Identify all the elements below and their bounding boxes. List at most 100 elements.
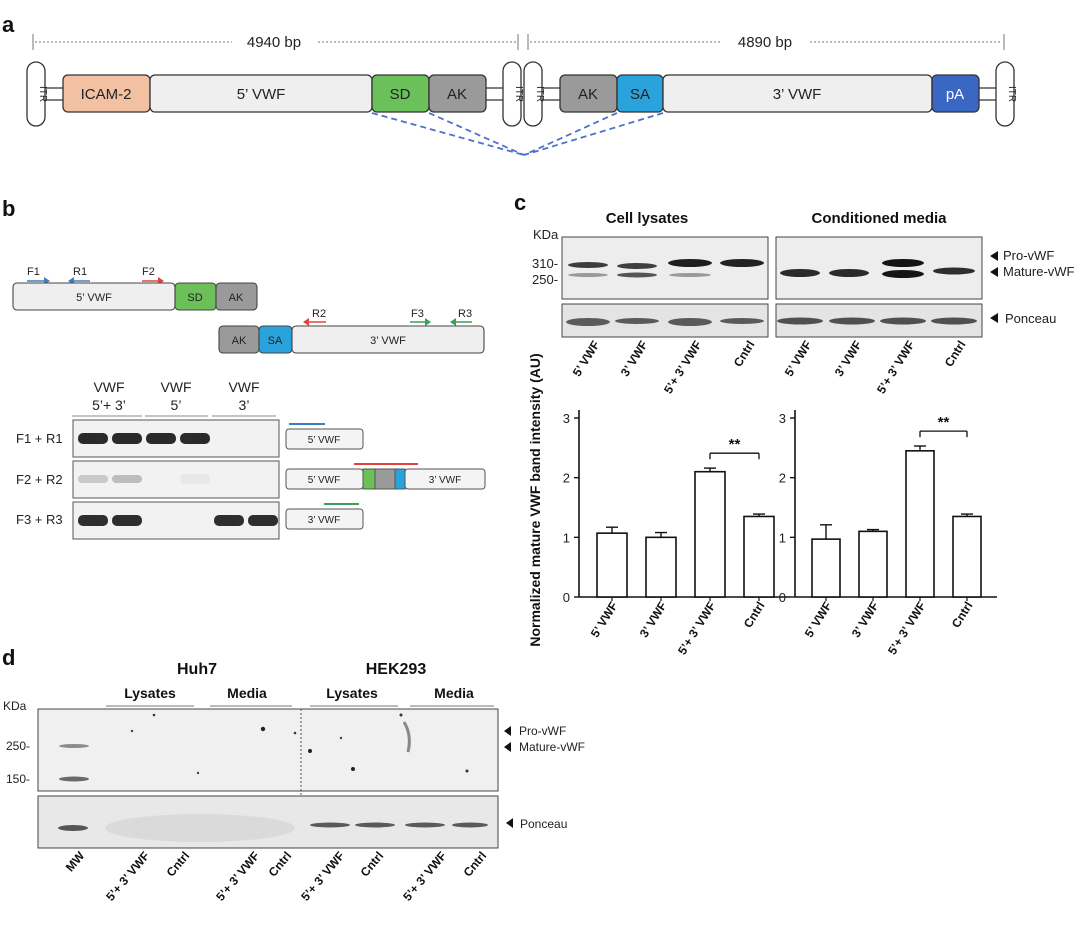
svg-text:5’: 5’: [171, 397, 182, 413]
d-lane-3: Cntrl: [164, 849, 193, 879]
c-lane-lys-3: 5’+ 3’ VWF: [661, 338, 705, 396]
y-tick-label: 2: [779, 471, 786, 486]
ponceau-media: [775, 303, 983, 338]
svg-text:VWF: VWF: [93, 379, 124, 395]
block-5-vwf: 5’ VWF: [149, 74, 373, 113]
bar: [952, 515, 982, 598]
length-bracket-right: [527, 34, 1005, 50]
primer-r3-arrow: [450, 318, 472, 326]
primer-f3-label: F3: [411, 308, 424, 320]
svg-text:5’ VWF: 5’ VWF: [76, 292, 112, 304]
y-tick-label: 3: [779, 411, 786, 426]
construct-bottom-ak: AK: [218, 325, 260, 354]
svg-text:SA: SA: [268, 335, 283, 347]
block-pa: pA: [931, 74, 980, 113]
d-lane-9: Cntrl: [461, 849, 490, 879]
construct-bottom-sa: SA: [258, 325, 293, 354]
svg-text:ITR: ITR: [513, 86, 524, 102]
svg-text:ITR: ITR: [37, 86, 48, 102]
sub-huh7-lysates: Lysates: [124, 685, 176, 701]
blot-d-top: [37, 708, 499, 849]
svg-text:SD: SD: [187, 292, 202, 304]
gel-row-1: [72, 419, 280, 458]
gel-group-3: VWF 3’: [212, 379, 276, 417]
block-sa: SA: [616, 74, 664, 113]
svg-text:SD: SD: [390, 86, 411, 103]
svg-text:ITR: ITR: [1006, 86, 1017, 102]
y-tick-label: 1: [563, 530, 570, 545]
svg-text:AK: AK: [447, 86, 467, 103]
panel-label-d: d: [2, 645, 15, 670]
svg-text:Pro-vWF: Pro-vWF: [1003, 248, 1054, 263]
primer-r2-arrow: [303, 318, 326, 326]
construct-top-5vwf: 5’ VWF: [12, 282, 176, 311]
block-icam2: ICAM-2: [62, 74, 151, 113]
y-tick-label: 2: [563, 471, 570, 486]
primer-f2-label: F2: [142, 266, 155, 278]
y-tick-label: 1: [779, 530, 786, 545]
blot-title-media: Conditioned media: [812, 210, 948, 227]
panel-label-c: c: [514, 190, 526, 215]
block-ak-left: AK: [428, 74, 487, 113]
block-ak-right: AK: [559, 74, 618, 113]
itr-left-1: ITR: [26, 61, 48, 127]
svg-text:Ponceau: Ponceau: [1005, 311, 1056, 326]
left-length-label: 4940 bp: [247, 34, 301, 51]
primer-r1-label: R1: [73, 266, 87, 278]
arrow-pro-vwf-c: Pro-vWF: [990, 248, 1054, 263]
primer-r3-label: R3: [458, 308, 472, 320]
gel-group-2: VWF 5’: [145, 379, 208, 417]
arrow-ponceau-d: Ponceau: [506, 817, 567, 831]
arrow-pro-vwf-d: Pro-vWF: [504, 724, 566, 738]
y-tick-label: 0: [563, 590, 570, 605]
svg-text:VWF: VWF: [160, 379, 191, 395]
c-lane-lys-1: 5’ VWF: [570, 338, 603, 379]
x-tick-label: 3’ VWF: [637, 599, 670, 640]
itr-right-1: ITR: [523, 61, 545, 127]
svg-text:ICAM-2: ICAM-2: [81, 86, 132, 103]
blot-title-lysates: Cell lysates: [606, 210, 689, 227]
x-tick-label: 5’+ 3’ VWF: [885, 599, 929, 657]
c-lane-med-3: 5’+ 3’ VWF: [874, 338, 918, 396]
kda-label-c: KDa: [533, 227, 559, 242]
bar: [694, 470, 726, 598]
sig-label: **: [729, 436, 741, 453]
svg-text:Mature-vWF: Mature-vWF: [1003, 264, 1075, 279]
group-huh7: Huh7: [177, 661, 217, 678]
y-tick-label: 0: [779, 590, 786, 605]
primer-f1-label: F1: [27, 266, 40, 278]
svg-text:Pro-vWF: Pro-vWF: [519, 724, 566, 738]
svg-text:SA: SA: [630, 86, 650, 103]
product-row-1: 5’ VWF: [285, 423, 364, 450]
itr-left-2: ITR: [502, 61, 524, 127]
y-tick-label: 3: [563, 411, 570, 426]
bar: [905, 450, 935, 598]
svg-text:5’+ 3’: 5’+ 3’: [92, 397, 126, 413]
svg-text:3’: 3’: [239, 397, 250, 413]
c-lane-med-4: Cntrl: [942, 338, 969, 369]
block-3-vwf: 3’ VWF: [662, 74, 933, 113]
blot-media: [775, 236, 983, 300]
arrow-mature-vwf-c: Mature-vWF: [990, 264, 1075, 279]
svg-text:VWF: VWF: [228, 379, 259, 395]
gel-row-label-2: F2 + R2: [16, 472, 63, 487]
panel-label-a: a: [2, 12, 15, 37]
blot-d-ponceau: [37, 795, 499, 849]
primer-f3-arrow: [410, 318, 431, 326]
blot-lane-labels-d: MW 5’+ 3’ VWF Cntrl 5’+ 3’ VWF Cntrl 5’+…: [63, 848, 489, 903]
svg-text:Mature-vWF: Mature-vWF: [519, 740, 585, 754]
c-lane-med-1: 5’ VWF: [782, 338, 815, 379]
product-row-2: 5’ VWF 3’ VWF: [285, 463, 486, 490]
kda-label-d: KDa: [3, 699, 27, 713]
panel-label-b: b: [2, 196, 15, 221]
svg-text:5’ VWF: 5’ VWF: [308, 435, 340, 446]
arrow-mature-vwf-d: Mature-vWF: [504, 740, 585, 754]
bar: [645, 536, 677, 598]
d-lane-6: 5’+ 3’ VWF: [298, 849, 347, 904]
svg-text:3’ VWF: 3’ VWF: [308, 515, 340, 526]
d-lane-5: Cntrl: [266, 849, 295, 879]
x-tick-label: 5’+ 3’ VWF: [675, 599, 719, 657]
blot-lane-labels-c: 5’ VWF 3’ VWF 5’+ 3’ VWF Cntrl 5’ VWF 3’…: [570, 338, 969, 396]
